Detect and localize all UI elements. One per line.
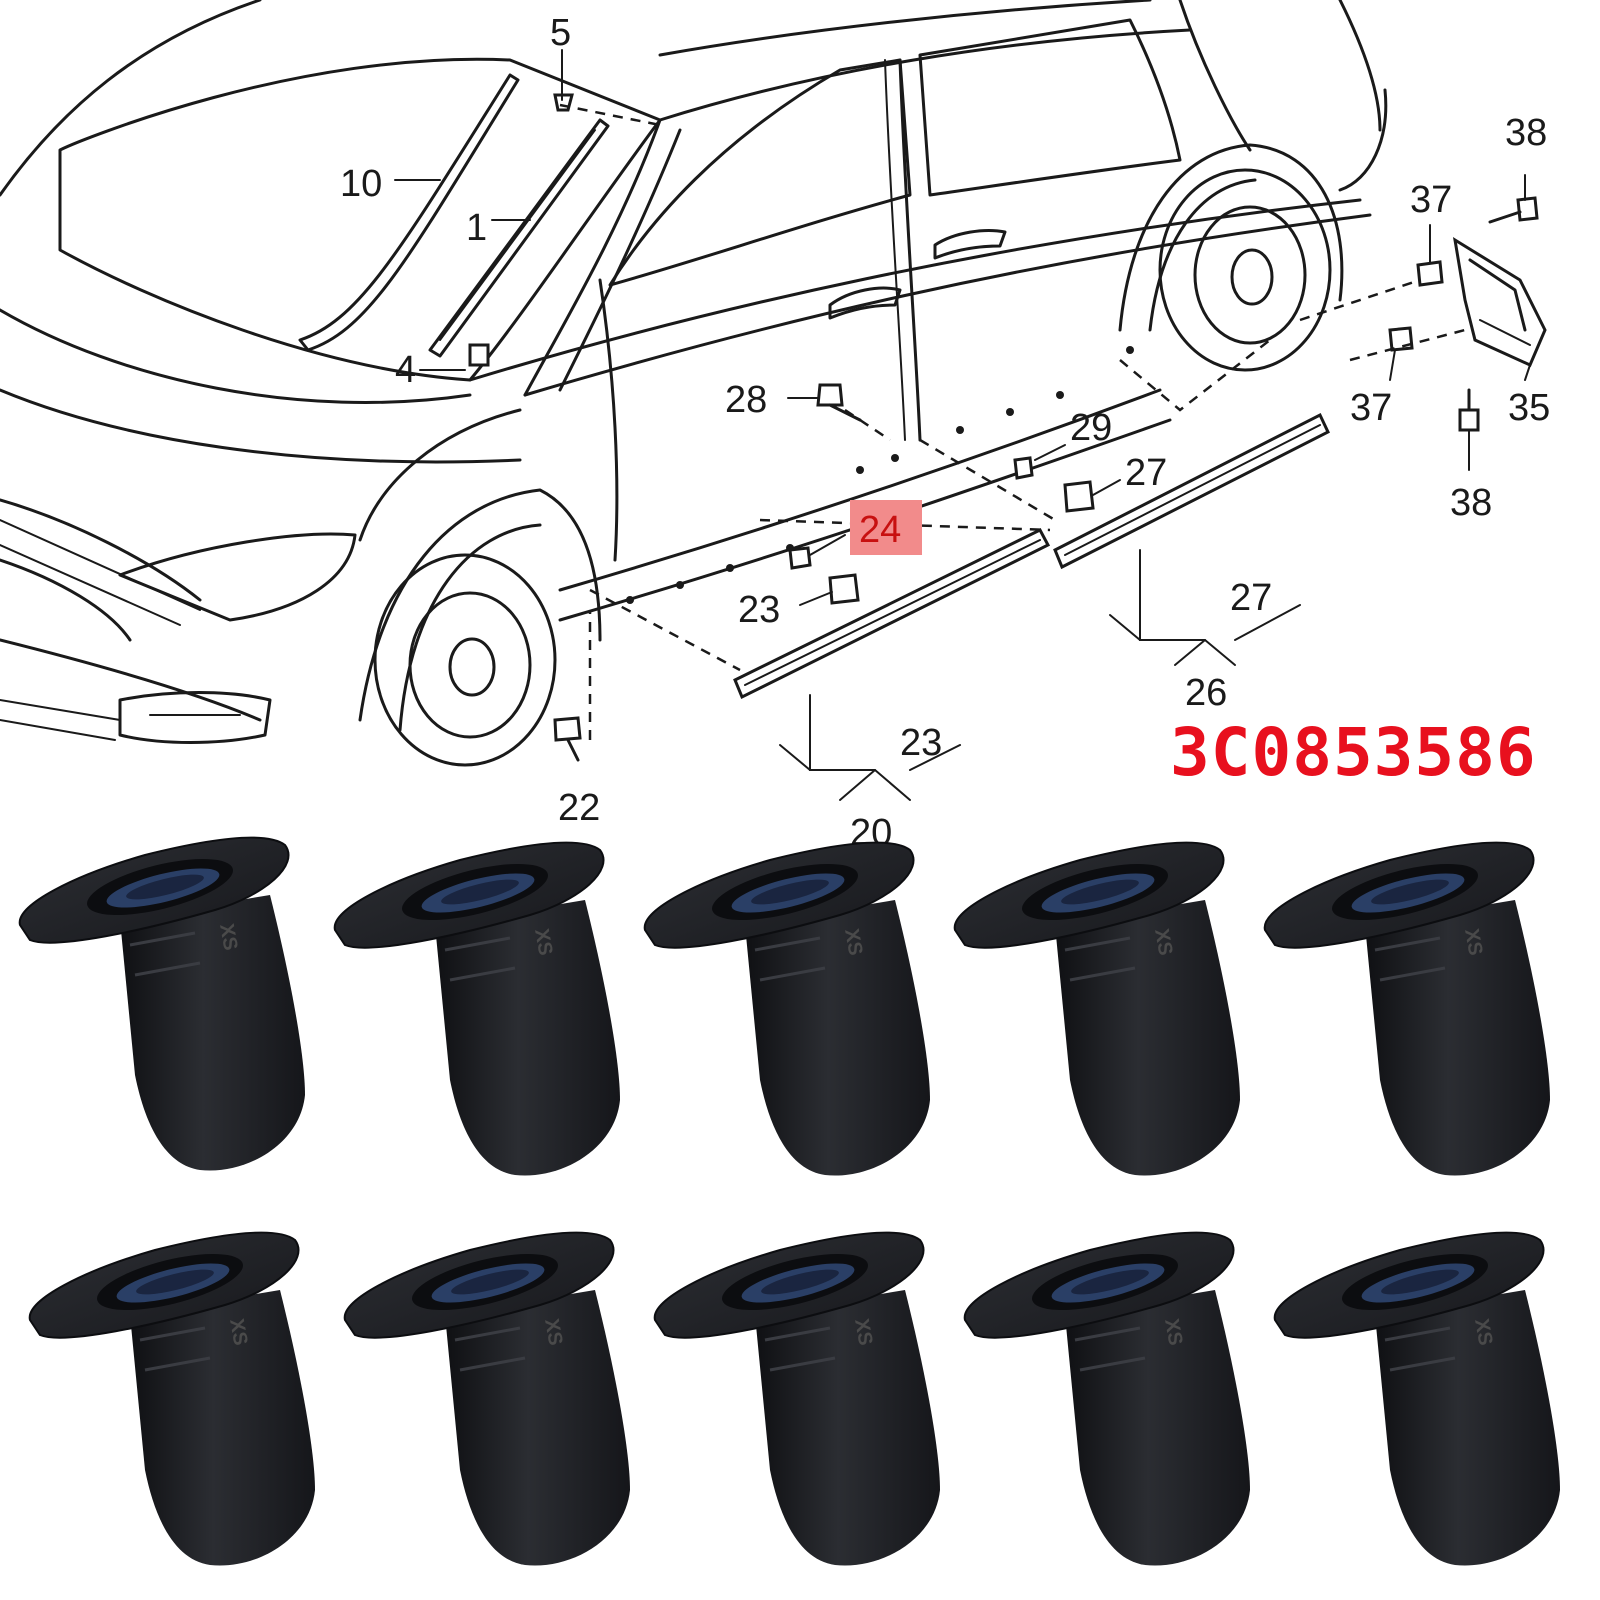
rear-bracket — [1299, 196, 1547, 432]
clip-marking: XS — [1160, 1317, 1186, 1347]
part-number: 3C0853586 — [1170, 714, 1537, 791]
callout-numbers: 5 10 1 4 38 37 37 35 38 28 29 27 24 23 2… — [340, 12, 1550, 854]
callout-5: 5 — [550, 12, 571, 54]
clip-8: XS — [653, 1231, 942, 1568]
clip-2: XS — [333, 841, 622, 1178]
clip-marking: XS — [850, 1317, 876, 1347]
callout-24-highlight — [850, 500, 922, 555]
clip-9: XS — [963, 1231, 1252, 1568]
callout-23-bottom: 23 — [900, 722, 942, 764]
clip-marking: XS — [1150, 927, 1176, 957]
car-outline — [0, 0, 1388, 767]
callout-10: 10 — [340, 163, 382, 205]
clip-marking: XS — [225, 1317, 251, 1347]
clip-10: XS — [1273, 1231, 1562, 1568]
callout-26: 26 — [1185, 672, 1227, 714]
callout-27-bottom: 27 — [1230, 577, 1272, 619]
callout-35: 35 — [1508, 387, 1550, 429]
callout-29: 29 — [1070, 407, 1112, 449]
front-sill-trim — [589, 518, 1051, 700]
callout-38-top: 38 — [1505, 112, 1547, 154]
callout-24: 24 — [859, 509, 901, 551]
callout-27-top: 27 — [1125, 452, 1167, 494]
leader-lines — [394, 49, 1531, 801]
sill-holes — [626, 346, 1134, 604]
clip-marking: XS — [1460, 927, 1486, 957]
callout-4: 4 — [395, 349, 416, 391]
callout-28: 28 — [725, 379, 767, 421]
clip-grid: XS XS XS XS XS XS XS XS XS XS — [18, 836, 1562, 1568]
clip-marking: XS — [215, 922, 241, 952]
clip-3: XS — [643, 841, 932, 1178]
clip-6: XS — [28, 1231, 317, 1568]
callout-1: 1 — [466, 207, 487, 249]
clip-7: XS — [343, 1231, 632, 1568]
callout-37-top: 37 — [1410, 179, 1452, 221]
rear-sill-trim — [919, 339, 1330, 570]
clip-marking: XS — [1470, 1317, 1496, 1347]
callout-38-bottom: 38 — [1450, 482, 1492, 524]
clip-5: XS — [1263, 841, 1552, 1178]
clip-marking: XS — [540, 1317, 566, 1347]
clip-marking: XS — [840, 927, 866, 957]
callout-22: 22 — [558, 787, 600, 829]
callout-23-top: 23 — [738, 589, 780, 631]
clip-4: XS — [953, 841, 1242, 1178]
windshield-trim-parts — [298, 73, 661, 367]
clip-1: XS — [18, 836, 307, 1173]
clip-marking: XS — [530, 927, 556, 957]
callout-37-bottom: 37 — [1350, 387, 1392, 429]
fasteners — [553, 383, 1095, 762]
